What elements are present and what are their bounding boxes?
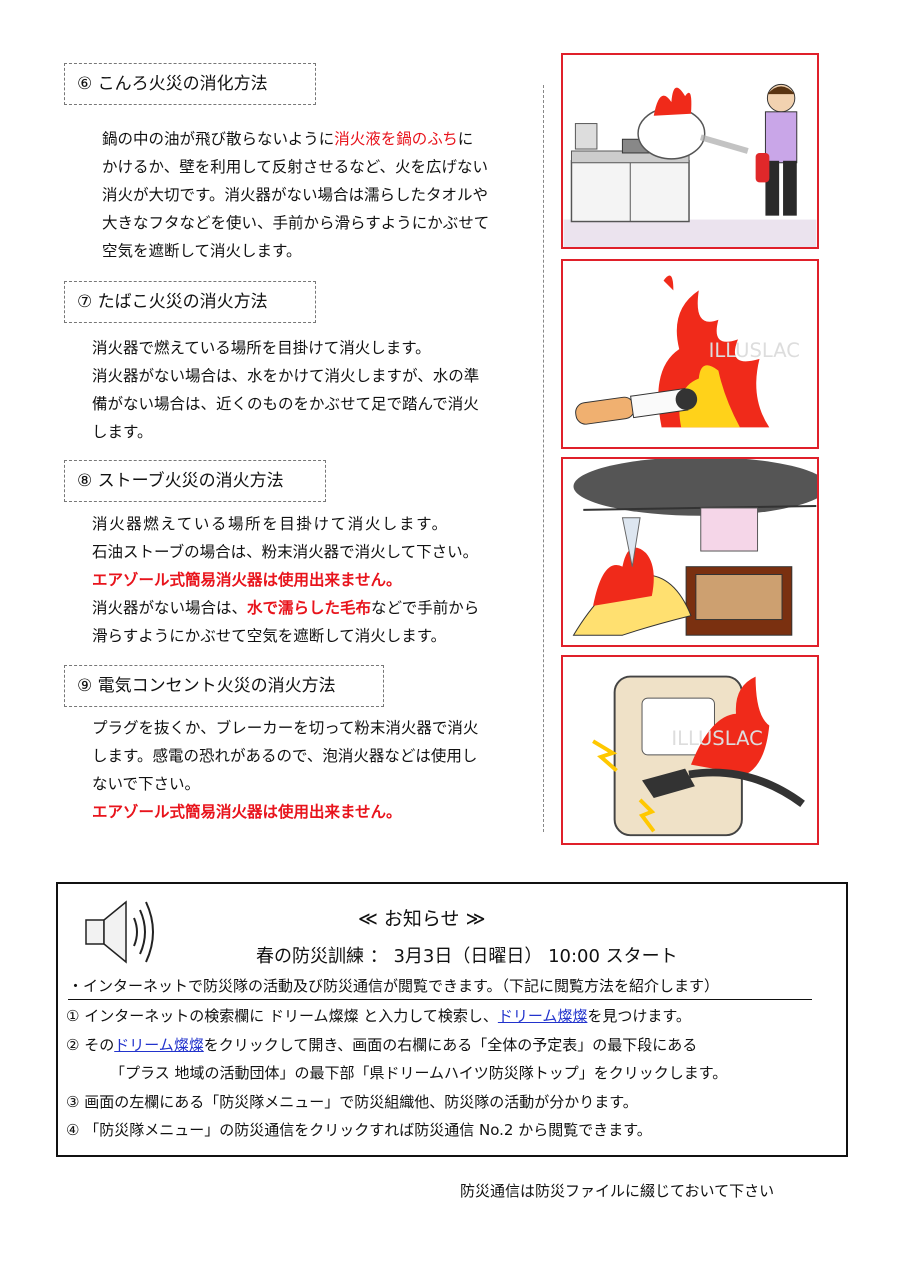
step-2-continued: 「プラス 地域の活動団体」の最下部「県ドリームハイツ防災隊トップ」をクリックしま… (110, 1064, 728, 1082)
cigarette-fire-illustration: ILLUSLAC (561, 259, 819, 449)
stove-fire-illustration (561, 53, 819, 249)
highlight-text: 水で濡らした毛布 (247, 599, 372, 617)
divider (543, 85, 544, 832)
section-9-text: プラグを抜くか、ブレーカーを切って粉末消火器で消火 します。感電の恐れがあるので… (92, 714, 478, 826)
instruction-steps: ① インターネットの検索欄に ドリーム燦燦 と入力して検索し、ドリーム燦燦を見つ… (66, 1002, 727, 1145)
step-1: ① インターネットの検索欄に ドリーム燦燦 と入力して検索し、ドリーム燦燦を見つ… (66, 1007, 691, 1025)
watermark-text: ILLUSLAC (671, 727, 762, 750)
step-4: ④ 「防災隊メニュー」の防災通信をクリックすれば防災通信 No.2 から閲覧でき… (66, 1121, 652, 1139)
section-9-title: ⑨ 電気コンセント火災の消火方法 (64, 665, 384, 707)
warning-text: エアゾール式簡易消火器は使用出来ません。 (92, 803, 402, 821)
watermark-text: ILLUSLAC (709, 339, 800, 362)
heater-fire-illustration (561, 457, 819, 647)
warning-text: エアゾール式簡易消火器は使用出来ません。 (92, 571, 402, 589)
section-7-title: ⑦ たばこ火災の消火方法 (64, 281, 316, 323)
speaker-icon (80, 886, 160, 976)
section-6-text: 鍋の中の油が飛び散らないように消火液を鍋のふちに かけるか、壁を利用して反射させ… (102, 130, 490, 260)
section-8-title: ⑧ ストーブ火災の消火方法 (64, 460, 326, 502)
notice-intro: ・インターネットで防災隊の活動及び防災通信が閲覧できます。（下記に閲覧方法を紹介… (68, 975, 812, 1000)
notice-box: ≪ お知らせ ≫ 春の防災訓練 ： 3月3日（日曜日） 10:00 スタート ・… (56, 882, 848, 1157)
dream-sansan-link[interactable]: ドリーム燦燦 (114, 1035, 204, 1054)
section-6-title: ⑥ こんろ火災の消化方法 (64, 63, 316, 105)
highlight-text: 消火液を鍋のふち (334, 130, 458, 148)
outlet-fire-illustration: ILLUSLAC (561, 655, 819, 845)
dream-sansan-link[interactable]: ドリーム燦燦 (497, 1007, 588, 1025)
step-3: ③ 画面の左欄にある「防災隊メニュー」で防災組織他、防災隊の活動が分かります。 (66, 1092, 638, 1111)
notice-title: ≪ お知らせ ≫ (358, 908, 486, 930)
section-8-text: 消火器燃えている場所を目掛けて消火します。 石油ストーブの場合は、粉末消火器で消… (92, 515, 480, 645)
event-info: 春の防災訓練 ： 3月3日（日曜日） 10:00 スタート (256, 946, 678, 967)
step-2: ② そのドリーム燦燦をクリックして開き、画面の右欄にある「全体の予定表」の最下段… (66, 1035, 698, 1054)
section-7-text: 消火器で燃えている場所を目掛けて消火します。 消火器がない場合は、水をかけて消火… (92, 339, 480, 441)
footer-note: 防災通信は防災ファイルに綴じておいて下さい (460, 1182, 775, 1200)
